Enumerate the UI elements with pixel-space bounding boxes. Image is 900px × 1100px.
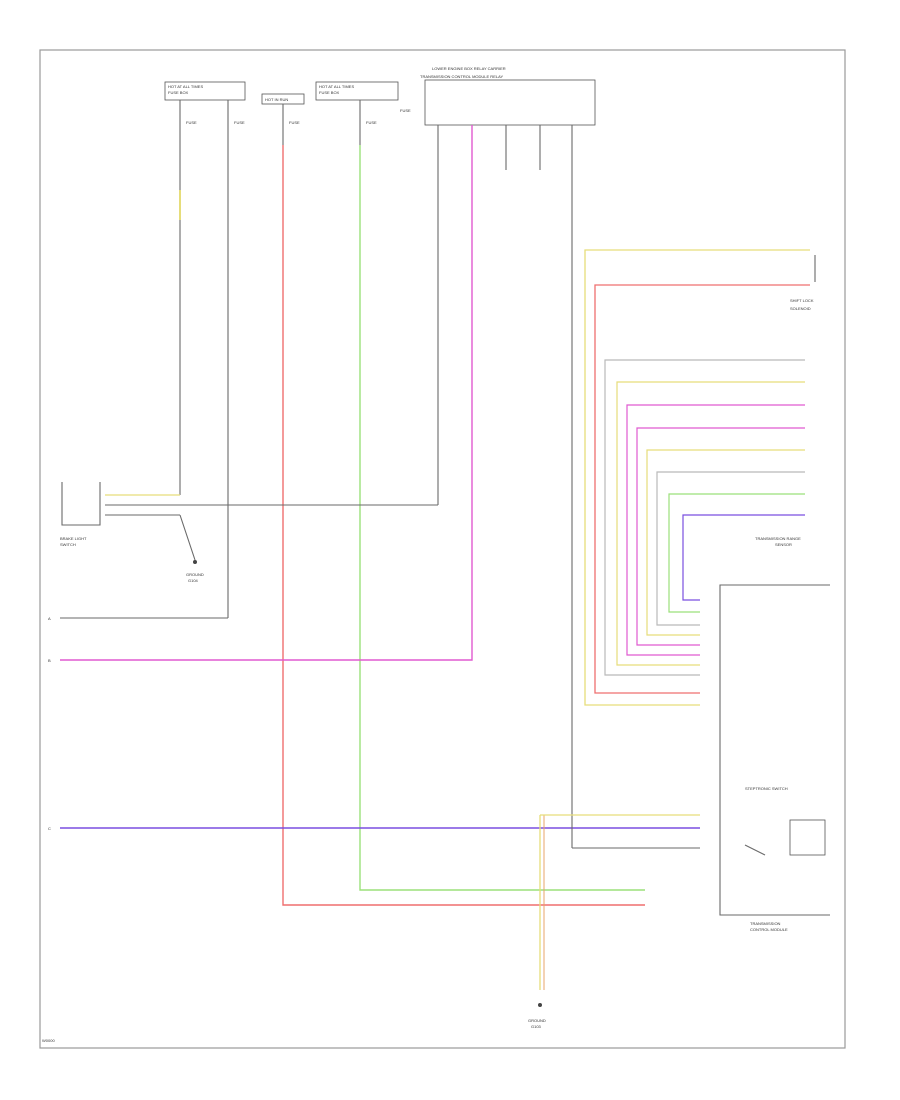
fuse-group-right: HOT AT ALL TIMES FUSE BOX FUSE [315, 81, 399, 145]
diagram-frame [39, 49, 846, 1049]
junction-box: LOWER ENGINE BOX RELAY CARRIER TRANSMISS… [400, 66, 596, 505]
left-marker-a: A [48, 616, 51, 621]
left-marker-b: B [48, 658, 51, 663]
wire-red-main [282, 145, 645, 906]
svg-text:FUSE BOX: FUSE BOX [168, 90, 189, 95]
wire-yellow-shiftlock [584, 249, 810, 706]
tcm-label-2: CONTROL MODULE [750, 927, 788, 932]
left-marker-c: C [48, 826, 51, 831]
transmission-control-module: STEPTRONIC SWITCH TRANSMISSION CONTROL M… [719, 584, 830, 932]
wire-red-shiftlock [594, 284, 810, 694]
svg-text:FUSE BOX: FUSE BOX [319, 90, 340, 95]
svg-text:HOT IN RUN: HOT IN RUN [265, 97, 288, 102]
junction-box-title-2: TRANSMISSION CONTROL MODULE RELAY [420, 74, 503, 79]
range-sensor-label-1: TRANSMISSION RANGE [755, 536, 801, 541]
range-sensor-wires: TRANSMISSION RANGE SENSOR [604, 359, 805, 676]
brake-switch-label-1: BRAKE LIGHT [60, 536, 87, 541]
wire-green-main [359, 145, 645, 891]
range-sensor-label-2: SENSOR [775, 542, 792, 547]
fuse-group-mid: HOT IN RUN FUSE [261, 93, 305, 145]
svg-text:FUSE: FUSE [186, 120, 197, 125]
ground-code-2: G103 [531, 1024, 542, 1029]
svg-text:FUSE: FUSE [289, 120, 300, 125]
footer-code: W0000 [42, 1038, 55, 1043]
svg-text:HOT AT ALL TIMES: HOT AT ALL TIMES [168, 84, 203, 89]
brake-light-switch: BRAKE LIGHT SWITCH GROUND G104 [60, 482, 438, 583]
brake-switch-label-2: SWITCH [60, 542, 76, 547]
ground-code-1: G104 [188, 578, 199, 583]
ground-label-2: GROUND [528, 1018, 546, 1023]
svg-text:FUSE: FUSE [400, 108, 411, 113]
ground-label-1: GROUND [186, 572, 204, 577]
tcm-label-1: TRANSMISSION [750, 921, 781, 926]
steptronic-label: STEPTRONIC SWITCH [745, 786, 788, 791]
shift-lock-label-2: SOLENOID [790, 306, 811, 311]
svg-text:HOT AT ALL TIMES: HOT AT ALL TIMES [319, 84, 354, 89]
fuse-group-left: HOT AT ALL TIMES FUSE BOX FUSE FUSE [164, 81, 246, 145]
wire-pink-main [60, 125, 473, 661]
junction-box-title-1: LOWER ENGINE BOX RELAY CARRIER [432, 66, 506, 71]
svg-text:FUSE: FUSE [234, 120, 245, 125]
shift-lock-solenoid: SHIFT LOCK SOLENOID [790, 255, 816, 311]
svg-text:FUSE: FUSE [366, 120, 377, 125]
shift-lock-label-1: SHIFT LOCK [790, 298, 814, 303]
